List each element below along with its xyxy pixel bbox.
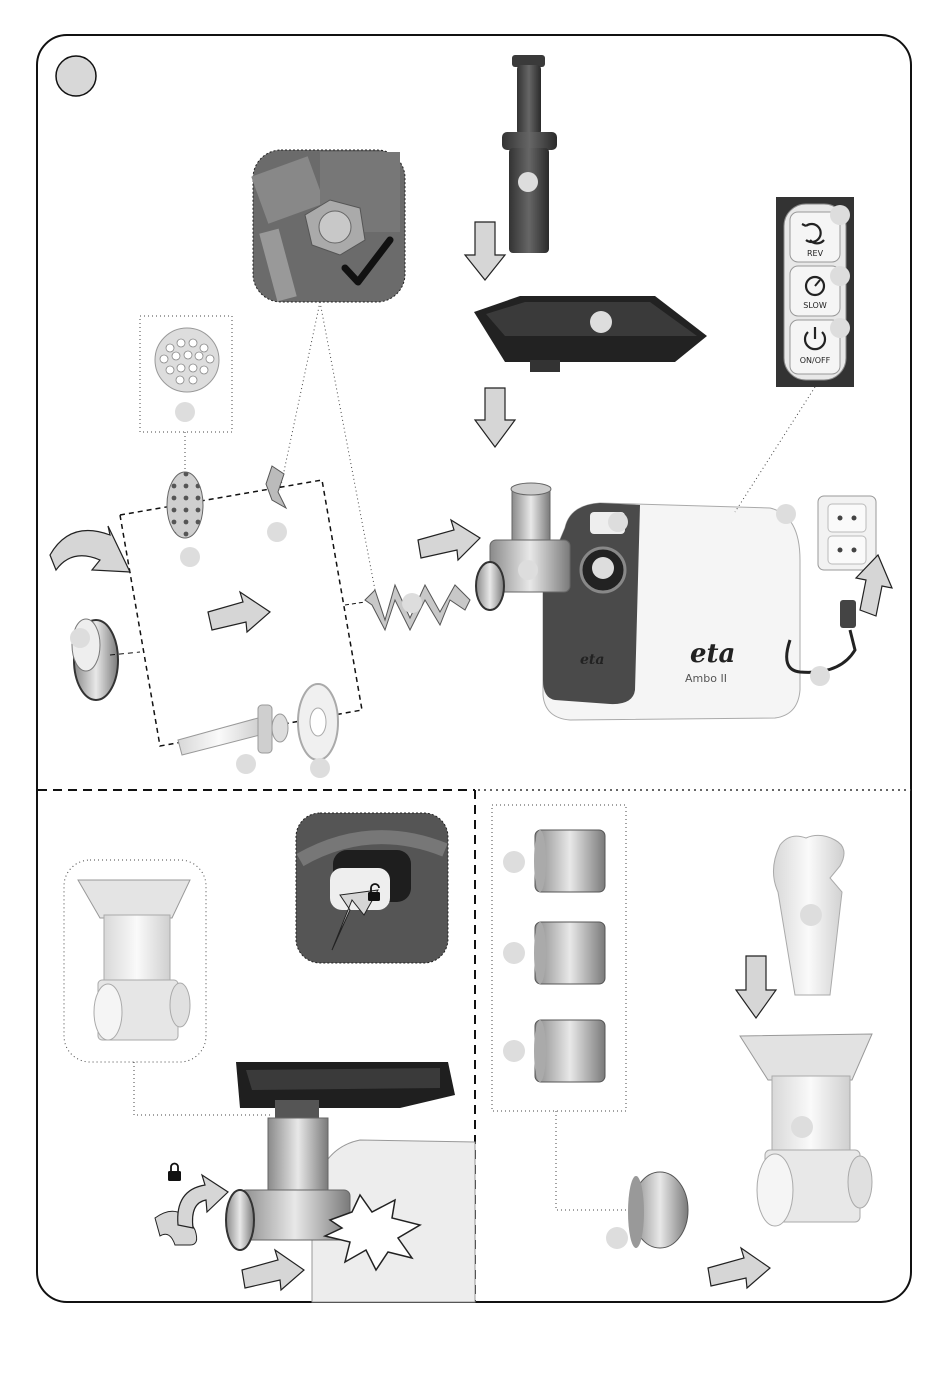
ring-nut — [70, 619, 118, 700]
separator-disc — [298, 684, 338, 778]
auger-screw — [345, 585, 470, 630]
sausage-nozzle — [178, 705, 288, 774]
model-name: Ambo II — [685, 672, 727, 685]
arrow-right-to-machine — [418, 520, 480, 560]
meat-grinder-machine: eta eta Ambo II — [476, 483, 856, 720]
cutting-knife — [266, 466, 287, 542]
grater-housing — [740, 1034, 872, 1226]
pusher — [502, 55, 557, 253]
slow-label: SLOW — [803, 301, 827, 310]
grater-drum-loose — [606, 1172, 688, 1249]
onoff-label: ON/OFF — [800, 356, 831, 365]
food-tray — [474, 296, 707, 372]
brand-logo-front: eta — [690, 639, 735, 669]
arrow-right-drum — [708, 1248, 770, 1288]
grater-drums-inset — [492, 805, 626, 1111]
arrow-down-2 — [475, 388, 515, 447]
wall-socket — [818, 496, 876, 570]
arrow-down-1 — [465, 222, 505, 280]
unlock-button-inset — [296, 813, 448, 963]
arrow-right-assembly — [208, 592, 270, 632]
brand-logo-side: eta — [580, 652, 604, 668]
grinding-plate — [167, 472, 203, 567]
rotate-arrow — [50, 526, 130, 572]
grater-housing-inset — [64, 860, 206, 1062]
rev-label: REV — [807, 249, 824, 258]
grater-pusher — [773, 835, 844, 995]
arrow-right-push — [242, 1250, 304, 1290]
step-badge — [56, 56, 96, 96]
plate-inset — [140, 316, 232, 432]
arrow-down-grater — [736, 956, 776, 1018]
lock-icon — [168, 1164, 181, 1182]
bolt-detail-inset — [251, 150, 405, 302]
